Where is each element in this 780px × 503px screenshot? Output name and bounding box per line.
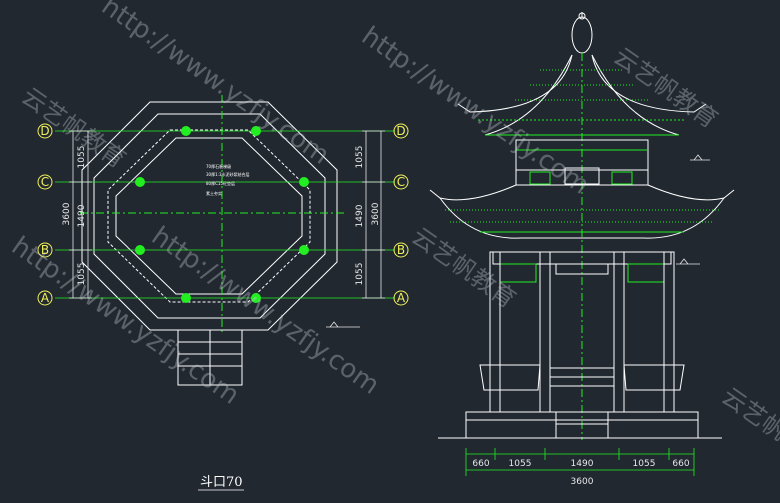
elev-dim-1055-left: 1055 (509, 459, 532, 469)
axis-label-d-right: D (396, 124, 405, 138)
elev-dim-1055-right: 1055 (633, 459, 656, 469)
column-marker (251, 293, 261, 303)
watermark-cn: 云艺帆教育 (17, 82, 131, 174)
dim-left-total: 3600 (62, 202, 72, 225)
elev-dim-total: 3600 (571, 477, 594, 487)
plan-dims-left (69, 130, 92, 299)
dim-left-1490: 1490 (77, 204, 87, 227)
plan-caption: 斗口70 (200, 475, 243, 490)
level-markers (326, 154, 710, 328)
watermark-cn: 云艺帆教育 (609, 42, 723, 134)
elevation-column (539, 251, 551, 413)
column-marker (299, 245, 309, 255)
plan-bench-octagon (107, 129, 311, 303)
column-marker (181, 126, 191, 136)
roof-finial (571, 16, 593, 54)
dim-left-1055-bottom: 1055 (77, 263, 87, 286)
plan-dims-right (362, 130, 385, 299)
column-marker (299, 177, 309, 187)
elev-dim-660-left: 660 (472, 459, 489, 469)
plan-note-4: 素土夯实 (206, 190, 222, 196)
elev-dim-660-right: 660 (672, 459, 689, 469)
dim-right-1055-bottom: 1055 (355, 263, 365, 286)
column-marker (181, 293, 191, 303)
axis-label-d-left: D (40, 124, 49, 138)
axis-label-c-right: C (397, 175, 405, 189)
dim-left-1055-top: 1055 (77, 146, 87, 169)
plan-inner-octagon (93, 113, 326, 319)
elevation-view (429, 12, 735, 440)
axis-bubbles-left: D C B A (37, 123, 53, 306)
watermark-cn: 云艺帆教育 (717, 382, 780, 474)
elev-dim-1490: 1490 (571, 459, 594, 469)
plan-columns (135, 126, 309, 303)
watermark-cn: 云艺帆教育 (407, 222, 521, 314)
axis-label-c-left: C (41, 175, 49, 189)
plan-view (80, 95, 345, 386)
plan-axis-lines (55, 130, 395, 299)
column-marker (135, 177, 145, 187)
axis-bubbles-right: D C B A (393, 123, 409, 306)
elevation-column (613, 251, 625, 413)
axis-label-a-right: A (397, 291, 406, 305)
axis-label-b-right: B (397, 243, 405, 257)
plan-note-1: 70厚石板梯级 (206, 163, 231, 169)
axis-label-a-left: A (41, 291, 50, 305)
upper-roof (457, 54, 707, 113)
plan-outer-octagon (81, 101, 338, 331)
dim-right-1490: 1490 (355, 204, 365, 227)
axis-label-b-left: B (41, 243, 49, 257)
column-marker (251, 126, 261, 136)
plan-note-3: 80厚C15砼垫层 (206, 180, 235, 186)
elevation-column (663, 251, 675, 413)
watermark-url: http://www.yzfjy.com (356, 21, 595, 201)
dim-right-1055-top: 1055 (355, 146, 365, 169)
plan-note-2: 30厚1:3水泥砂浆结合层 (206, 171, 250, 177)
plan-notes: 70厚石板梯级 30厚1:3水泥砂浆结合层 80厚C15砼垫层 素土夯实 (206, 163, 250, 196)
plan-bench-inner (115, 137, 303, 295)
elevation-dims (465, 448, 695, 476)
column-marker (135, 245, 145, 255)
dim-right-total: 3600 (371, 202, 381, 225)
watermark-url: http://www.yzfjy.com (96, 0, 335, 171)
